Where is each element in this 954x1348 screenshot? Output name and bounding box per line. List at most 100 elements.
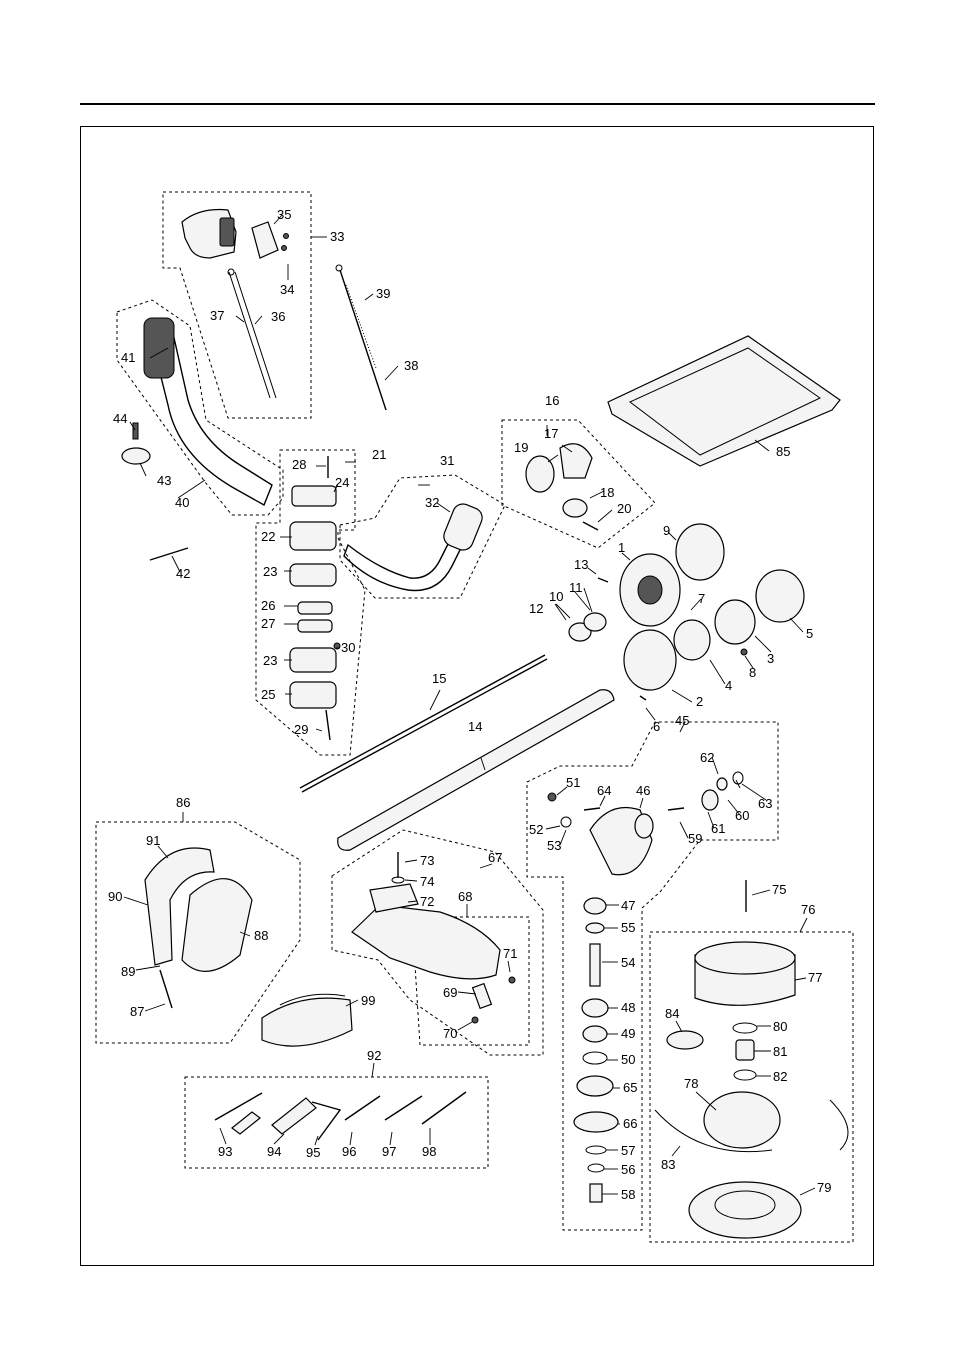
label-part-90: 90: [108, 889, 122, 904]
label-part-66: 66: [623, 1116, 637, 1131]
label-part-55: 55: [621, 920, 635, 935]
goggles-part: [262, 998, 352, 1046]
label-part-37: 37: [210, 308, 224, 323]
label-part-47: 47: [621, 898, 635, 913]
harness-part: [145, 848, 252, 1008]
label-part-44: 44: [113, 411, 127, 426]
loop-handle-group: [340, 475, 505, 598]
label-part-75: 75: [772, 882, 786, 897]
label-part-14: 14: [468, 719, 482, 734]
label-part-65: 65: [623, 1080, 637, 1095]
label-part-41: 41: [121, 350, 135, 365]
label-part-43: 43: [157, 473, 171, 488]
label-part-56: 56: [621, 1162, 635, 1177]
label-part-12: 12: [529, 601, 543, 616]
label-part-91: 91: [146, 833, 160, 848]
label-part-53: 53: [547, 838, 561, 853]
label-part-72: 72: [420, 894, 434, 909]
label-part-45: 45: [675, 713, 689, 728]
label-part-36: 36: [271, 309, 285, 324]
label-part-71: 71: [503, 946, 517, 961]
label-part-25: 25: [261, 687, 275, 702]
blade-shield-part: [352, 905, 500, 979]
label-part-35: 35: [277, 207, 291, 222]
engine-mount-parts: [569, 524, 804, 700]
label-part-52: 52: [529, 822, 543, 837]
label-part-24: 24: [335, 475, 349, 490]
label-part-23a: 23: [263, 564, 277, 579]
label-part-59: 59: [688, 831, 702, 846]
label-part-2: 2: [696, 694, 703, 709]
label-part-10: 10: [549, 589, 563, 604]
label-part-96: 96: [342, 1144, 356, 1159]
label-part-38: 38: [404, 358, 418, 373]
label-part-40: 40: [175, 495, 189, 510]
label-part-92: 92: [367, 1048, 381, 1063]
label-part-32: 32: [425, 495, 439, 510]
label-part-21: 21: [372, 447, 386, 462]
label-part-74: 74: [420, 874, 434, 889]
throttle-housing-part: [182, 210, 236, 259]
label-part-34: 34: [280, 282, 294, 297]
label-part-86: 86: [176, 795, 190, 810]
label-part-83: 83: [661, 1157, 675, 1172]
label-part-89: 89: [121, 964, 135, 979]
label-part-76: 76: [801, 902, 815, 917]
part-drawings: [122, 210, 848, 1239]
label-part-69: 69: [443, 985, 457, 1000]
label-part-60: 60: [735, 808, 749, 823]
label-part-23b: 23: [263, 653, 277, 668]
label-part-57: 57: [621, 1143, 635, 1158]
label-part-58: 58: [621, 1187, 635, 1202]
label-part-1: 1: [618, 540, 625, 555]
label-part-29: 29: [294, 722, 308, 737]
label-part-39: 39: [376, 286, 390, 301]
label-part-15: 15: [432, 671, 446, 686]
label-part-80: 80: [773, 1019, 787, 1034]
label-part-9: 9: [663, 523, 670, 538]
bushing-part: [526, 456, 554, 492]
label-part-99: 99: [361, 993, 375, 1008]
label-part-51: 51: [566, 775, 580, 790]
label-part-5: 5: [806, 626, 813, 641]
label-part-49: 49: [621, 1026, 635, 1041]
label-part-61: 61: [711, 821, 725, 836]
label-part-81: 81: [773, 1044, 787, 1059]
label-part-33: 33: [330, 229, 344, 244]
handle-pipe-group: [117, 300, 283, 515]
label-part-97: 97: [382, 1144, 396, 1159]
label-part-77: 77: [808, 970, 822, 985]
label-part-6: 6: [653, 719, 660, 734]
label-part-28: 28: [292, 457, 306, 472]
label-part-82: 82: [773, 1069, 787, 1084]
label-part-30: 30: [341, 640, 355, 655]
shaft-stack-part: [574, 898, 618, 1202]
label-part-11: 11: [569, 580, 583, 595]
label-part-84: 84: [665, 1006, 679, 1021]
label-part-17: 17: [544, 426, 558, 441]
label-part-8: 8: [749, 665, 756, 680]
strap-tie-part: [150, 548, 188, 560]
label-part-98: 98: [422, 1144, 436, 1159]
label-part-16: 16: [545, 393, 559, 408]
label-part-54: 54: [621, 955, 635, 970]
knob-part: [122, 448, 150, 464]
label-part-46: 46: [636, 783, 650, 798]
label-part-64: 64: [597, 783, 611, 798]
label-part-68: 68: [458, 889, 472, 904]
label-part-94: 94: [267, 1144, 281, 1159]
label-part-67: 67: [488, 850, 502, 865]
label-part-18: 18: [600, 485, 614, 500]
label-part-42: 42: [176, 566, 190, 581]
drive-shaft-part: [300, 655, 545, 788]
throttle-wire-part: [229, 272, 276, 398]
label-part-4: 4: [725, 678, 732, 693]
main-pipe-part: [338, 690, 614, 851]
label-part-20: 20: [617, 501, 631, 516]
label-part-88: 88: [254, 928, 268, 943]
label-part-87: 87: [130, 1004, 144, 1019]
label-part-27: 27: [261, 616, 275, 631]
label-part-50: 50: [621, 1052, 635, 1067]
label-part-95: 95: [306, 1145, 320, 1160]
label-part-93: 93: [218, 1144, 232, 1159]
